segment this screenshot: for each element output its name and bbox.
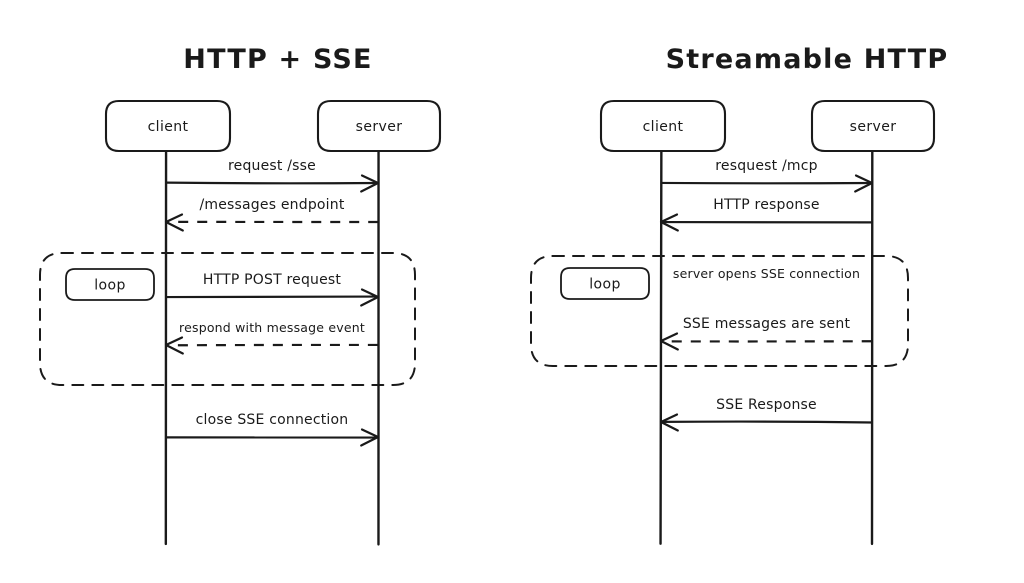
diagram-streamable-http: Streamable HTTP loop client server resquest … [530, 44, 949, 546]
loop-frame [530, 255, 909, 367]
message-label: request /sse [228, 158, 316, 174]
actor-label-server: server [850, 119, 897, 135]
message-3: HTTP POST request [165, 272, 380, 307]
lifeline-server [870, 150, 874, 546]
message-label: HTTP POST request [203, 272, 342, 288]
message-label: respond with message event [179, 320, 365, 335]
message-label: SSE Response [716, 397, 817, 413]
message-4: respond with message event [164, 320, 378, 355]
message-2: /messages endpoint [164, 197, 379, 232]
diagram-title: HTTP + SSE [183, 44, 372, 75]
diagram-title: Streamable HTTP [666, 44, 949, 75]
message-5: close SSE connection [165, 412, 380, 447]
message-arrowhead [659, 332, 679, 351]
message-arrowhead [659, 213, 679, 232]
actor-label-client: client [643, 119, 684, 135]
message-5: SSE Response [659, 397, 873, 432]
loop-frame [39, 252, 416, 386]
message-label: SSE messages are sent [683, 316, 851, 332]
message-label: server opens SSE connection [673, 266, 860, 281]
lifeline-client [659, 149, 663, 545]
message-arrowhead [360, 174, 380, 193]
message-3: server opens SSE connection [673, 266, 860, 281]
message-label: HTTP response [713, 197, 819, 213]
actor-box-client[interactable] [104, 99, 232, 153]
message-4: SSE messages are sent [659, 316, 872, 351]
loop-label: loop [589, 277, 621, 293]
diagram-http-sse: HTTP + SSE loop client server request /sse/m… [39, 44, 442, 546]
message-arrowhead [164, 213, 184, 232]
message-2: HTTP response [659, 197, 872, 232]
actor-box-server[interactable] [316, 99, 442, 153]
message-1: request /sse [166, 158, 380, 193]
loop-label-box [65, 268, 155, 301]
actor-label-client: client [148, 119, 189, 135]
message-arrowhead [164, 336, 184, 355]
message-arrowhead [360, 428, 380, 447]
actor-box-client[interactable] [599, 99, 727, 153]
message-1: resquest /mcp [661, 158, 874, 193]
loop-label: loop [94, 278, 126, 294]
message-arrowhead [854, 174, 874, 193]
message-line [166, 181, 379, 185]
message-arrowhead [659, 413, 679, 432]
message-label: close SSE connection [196, 412, 349, 428]
message-label: resquest /mcp [715, 158, 818, 174]
message-label: /messages endpoint [199, 197, 344, 213]
message-line [660, 420, 873, 424]
actor-label-server: server [356, 119, 403, 135]
loop-label-box [560, 267, 650, 300]
actor-box-server[interactable] [810, 99, 936, 153]
message-arrowhead [360, 288, 380, 307]
message-line [165, 295, 379, 299]
